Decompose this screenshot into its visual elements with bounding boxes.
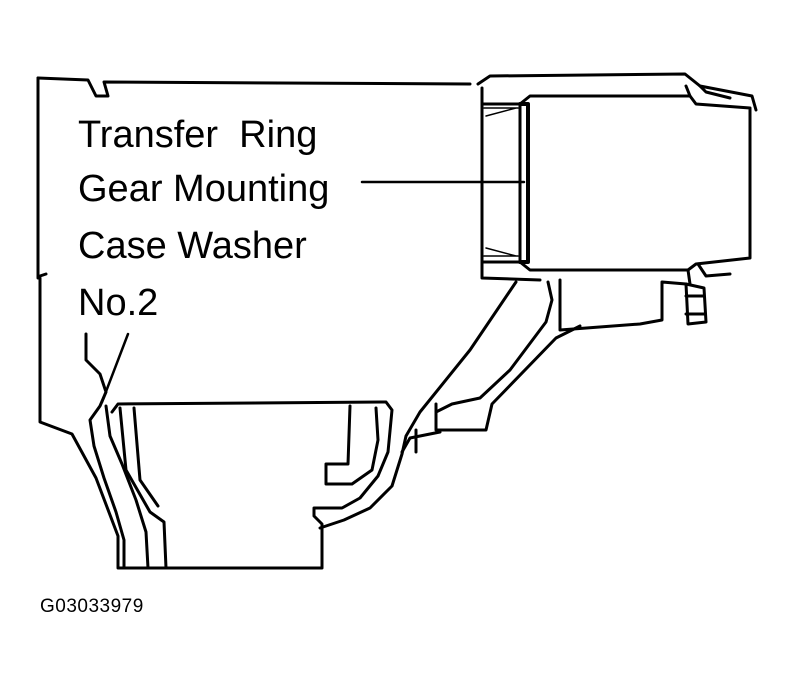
gusset-inner <box>434 280 554 414</box>
leader-line-washer <box>100 332 130 404</box>
tube-bottom-flange <box>686 262 732 286</box>
gusset-step <box>434 324 582 432</box>
label-gear-mounting: Gear Mounting <box>78 168 330 210</box>
label-no2: No.2 <box>78 282 159 324</box>
housing-outline <box>36 72 758 112</box>
housing-left-edge-fillet <box>38 272 48 278</box>
case-left-contour <box>84 332 126 570</box>
washer-no2 <box>518 102 530 264</box>
case-bottom <box>110 400 394 570</box>
tube-top-flange <box>684 84 732 100</box>
gusset-rib-lower <box>400 428 442 454</box>
mounting-boss <box>558 278 688 332</box>
case-left-contour-inner <box>104 404 150 570</box>
tube-housing <box>480 86 752 282</box>
case-cavity <box>324 404 380 486</box>
gusset-outer <box>318 280 518 530</box>
figure-id: G03033979 <box>40 596 144 617</box>
bolt-head <box>684 282 708 326</box>
label-case-washer: Case Washer <box>78 225 307 267</box>
housing-left-wall <box>36 76 164 570</box>
case-inner-pocket <box>118 406 168 570</box>
label-transfer-ring: Transfer Ring <box>78 114 318 156</box>
case-inner-step <box>132 406 160 508</box>
tube-chamfer-lines <box>483 107 519 257</box>
